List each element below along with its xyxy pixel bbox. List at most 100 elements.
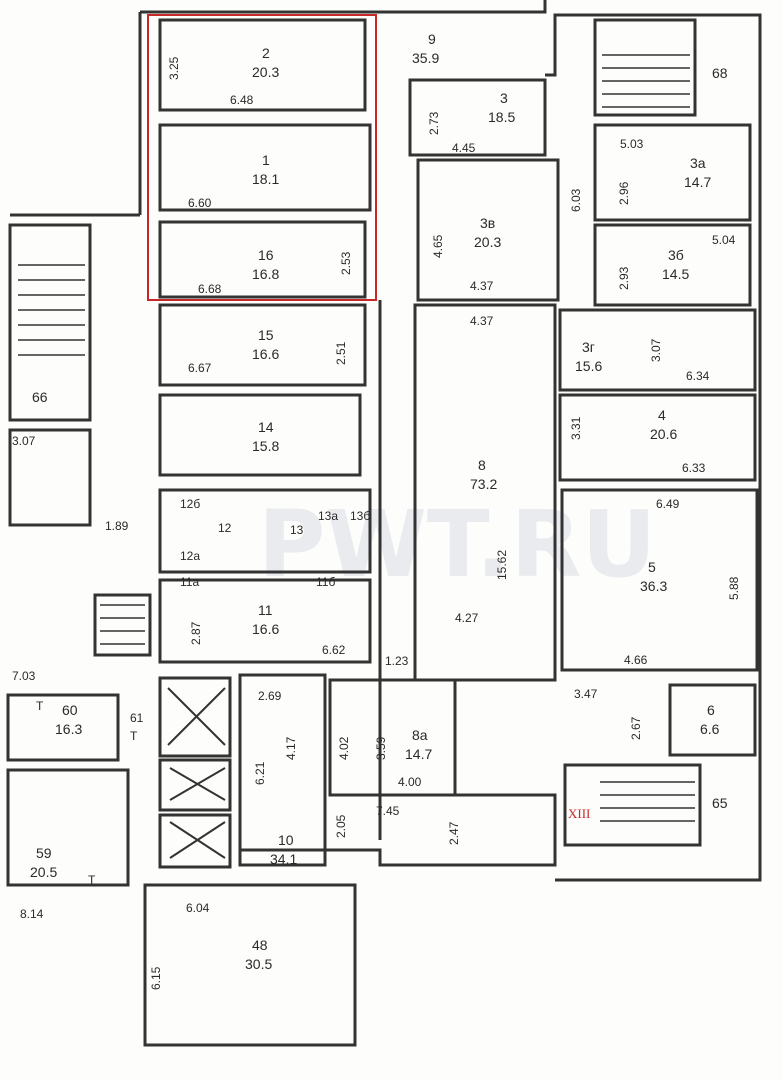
dim-4-27: 4.27 [455,611,479,625]
dim-4-37-b: 4.37 [470,314,494,328]
room-48-number: 48 [252,937,268,953]
room-6-number: 6 [707,702,715,718]
label-13b: 13б [350,509,370,523]
label-13: 13 [290,523,304,537]
label-12b: 12б [180,497,200,511]
label-66: 66 [32,389,48,405]
room-3a-area: 14.7 [684,174,711,190]
room-16-number: 16 [258,247,274,263]
room-labels: 2 20.3 1 18.1 16 16.8 15 16.6 14 15.8 11… [30,31,720,972]
dim-6-33: 6.33 [682,461,706,475]
room-3-number: 3 [500,90,508,106]
dim-4-02: 4.02 [337,736,351,760]
elevator-marks [167,687,226,859]
room-60-number: 60 [62,702,78,718]
label-11a: 11а [180,575,199,589]
room-59-number: 59 [36,845,52,861]
dim-3-31: 3.31 [569,416,583,440]
room-1-area: 18.1 [252,171,279,187]
dim-3-07-left: 3.07 [12,434,36,448]
dim-5-04: 5.04 [712,233,736,247]
dim-2-67: 2.67 [629,716,643,740]
room-14-area: 15.8 [252,438,279,454]
dim-6-68: 6.68 [198,282,222,296]
dim-7-45: 7.45 [376,804,400,818]
small-labels: 12б 12 12а 13 13а 13б 11а 11б 61 66 68 6… [32,65,728,887]
room-59-area: 20.5 [30,864,57,880]
dim-4-45: 4.45 [452,141,476,155]
dim-2-93: 2.93 [617,266,631,290]
walls [6,0,762,1047]
dim-3-59: 3.59 [374,736,388,760]
label-11b: 11б [316,575,335,589]
room-11-number: 11 [258,602,273,618]
label-65: 65 [712,795,728,811]
room-8-area: 73.2 [470,476,497,492]
dim-2-69: 2.69 [258,689,282,703]
label-12: 12 [218,521,232,535]
room-8a-area: 14.7 [405,746,432,762]
dimension-labels: 3.25 6.48 6.60 6.68 2.53 6.67 2.51 3.07 … [12,56,741,990]
room-9-number: 9 [428,31,436,47]
dim-2-47: 2.47 [447,821,461,845]
room-15-number: 15 [258,327,274,343]
room-3g-area: 15.6 [575,358,602,374]
dim-6-49: 6.49 [656,497,680,511]
dim-6-60: 6.60 [188,196,212,210]
dim-4-37-a: 4.37 [470,279,494,293]
room-11-area: 16.6 [252,621,279,637]
dim-6-21: 6.21 [253,761,267,785]
room-3-area: 18.5 [488,109,515,125]
label-xiii: XIII [568,806,590,821]
label-t1: Т [36,699,44,713]
dim-5-03: 5.03 [620,137,644,151]
dim-5-88: 5.88 [727,576,741,600]
label-61: 61 [130,711,144,725]
dim-1-23: 1.23 [385,654,409,668]
label-13a: 13а [318,509,338,523]
room-2-number: 2 [262,45,270,61]
room-3b-area: 14.5 [662,266,689,282]
room-8a-number: 8а [412,727,428,743]
room-4-area: 20.6 [650,426,677,442]
room-5-number: 5 [648,559,656,575]
label-12a: 12а [180,549,200,563]
dim-2-87: 2.87 [189,621,203,645]
room-10-number: 10 [278,832,294,848]
room-3b-number: 3б [668,247,684,263]
dim-8-14: 8.14 [20,907,44,921]
room-3v-number: 3в [480,215,495,231]
dim-6-34: 6.34 [686,369,710,383]
room-3g-number: 3г [582,339,595,355]
dim-2-51: 2.51 [334,341,348,365]
dim-2-05: 2.05 [334,814,348,838]
dim-6-03: 6.03 [569,188,583,212]
label-68: 68 [712,65,728,81]
dim-3-25: 3.25 [167,56,181,80]
dim-4-17: 4.17 [284,736,298,760]
room-9-area: 35.9 [412,50,439,66]
room-14-number: 14 [258,419,274,435]
room-60-area: 16.3 [55,721,82,737]
highlight-border [147,14,377,301]
dim-2-53: 2.53 [339,251,353,275]
room-3a-number: 3а [690,155,706,171]
dim-6-48: 6.48 [230,93,254,107]
dim-4-00: 4.00 [398,775,422,789]
dim-7-03: 7.03 [12,669,36,683]
dim-3-07-right: 3.07 [649,338,663,362]
room-8-number: 8 [478,457,486,473]
dim-3-47: 3.47 [574,687,598,701]
room-3v-area: 20.3 [474,234,501,250]
dim-6-62: 6.62 [322,643,346,657]
dim-6-15: 6.15 [149,966,163,990]
dim-6-04: 6.04 [186,901,210,915]
dim-6-67: 6.67 [188,361,212,375]
room-4-number: 4 [658,407,666,423]
room-10-area: 34.1 [270,851,297,867]
dim-1-89: 1.89 [105,519,129,533]
label-t2: Т [88,873,96,887]
room-6-area: 6.6 [700,721,720,737]
room-48-area: 30.5 [245,956,272,972]
